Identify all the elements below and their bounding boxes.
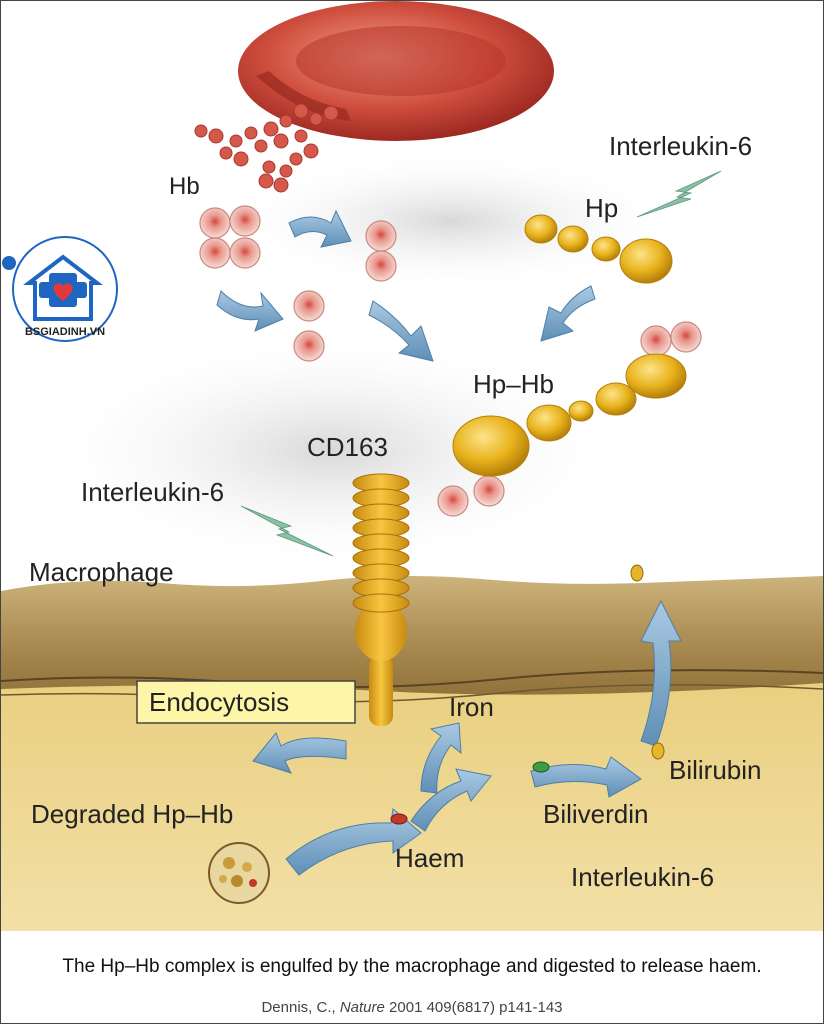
- bsgiadinh-logo: BSGIADINH.VN: [2, 236, 118, 342]
- rbc-fragments: [194, 103, 339, 193]
- label-cd163: CD163: [307, 432, 388, 462]
- label-interleukin-mid: Interleukin-6: [81, 477, 224, 507]
- house-icon: [23, 254, 103, 321]
- hp-hb-complex: [452, 353, 687, 477]
- hp-molecule: [524, 214, 673, 284]
- label-bilirubin: Bilirubin: [669, 755, 762, 785]
- cd163-receptor: [352, 473, 410, 726]
- flow-arrows-lower: [252, 599, 682, 876]
- label-macrophage: Macrophage: [29, 557, 174, 587]
- small-molecules: [390, 564, 665, 825]
- background-shadow: [31, 331, 631, 571]
- label-degraded: Degraded Hp–Hb: [31, 799, 233, 829]
- diagram-canvas: BSGIADINH.VN Hb Interleukin-6 Hp Hp–Hb C…: [1, 1, 823, 931]
- endocytosis-box: [136, 680, 356, 724]
- flow-arrows-upper: [216, 209, 596, 362]
- citation-details: 2001 409(6817) p141-143: [384, 999, 563, 1016]
- label-hp-hb: Hp–Hb: [473, 369, 554, 399]
- citation-author: Dennis, C.,: [261, 999, 340, 1016]
- heart-icon: [53, 283, 73, 301]
- label-interleukin-bottom: Interleukin-6: [571, 862, 714, 892]
- rbc-shadow: [221, 151, 681, 291]
- degraded-vesicle: [208, 842, 270, 904]
- label-endocytosis: Endocytosis: [149, 687, 289, 717]
- citation-journal: Nature: [339, 999, 385, 1016]
- label-biliverdin: Biliverdin: [543, 799, 649, 829]
- label-hb: Hb: [169, 173, 200, 200]
- label-hp: Hp: [585, 193, 618, 223]
- label-iron: Iron: [449, 692, 494, 722]
- figure-caption: The Hp–Hb complex is engulfed by the mac…: [62, 956, 762, 977]
- logo-text: BSGIADINH.VN: [25, 326, 105, 338]
- figure-citation: Dennis, C., Nature 2001 409(6817) p141-1…: [1, 999, 823, 1016]
- label-interleukin-top: Interleukin-6: [609, 131, 752, 161]
- label-haem: Haem: [395, 843, 464, 873]
- red-blood-cell: [238, 1, 554, 141]
